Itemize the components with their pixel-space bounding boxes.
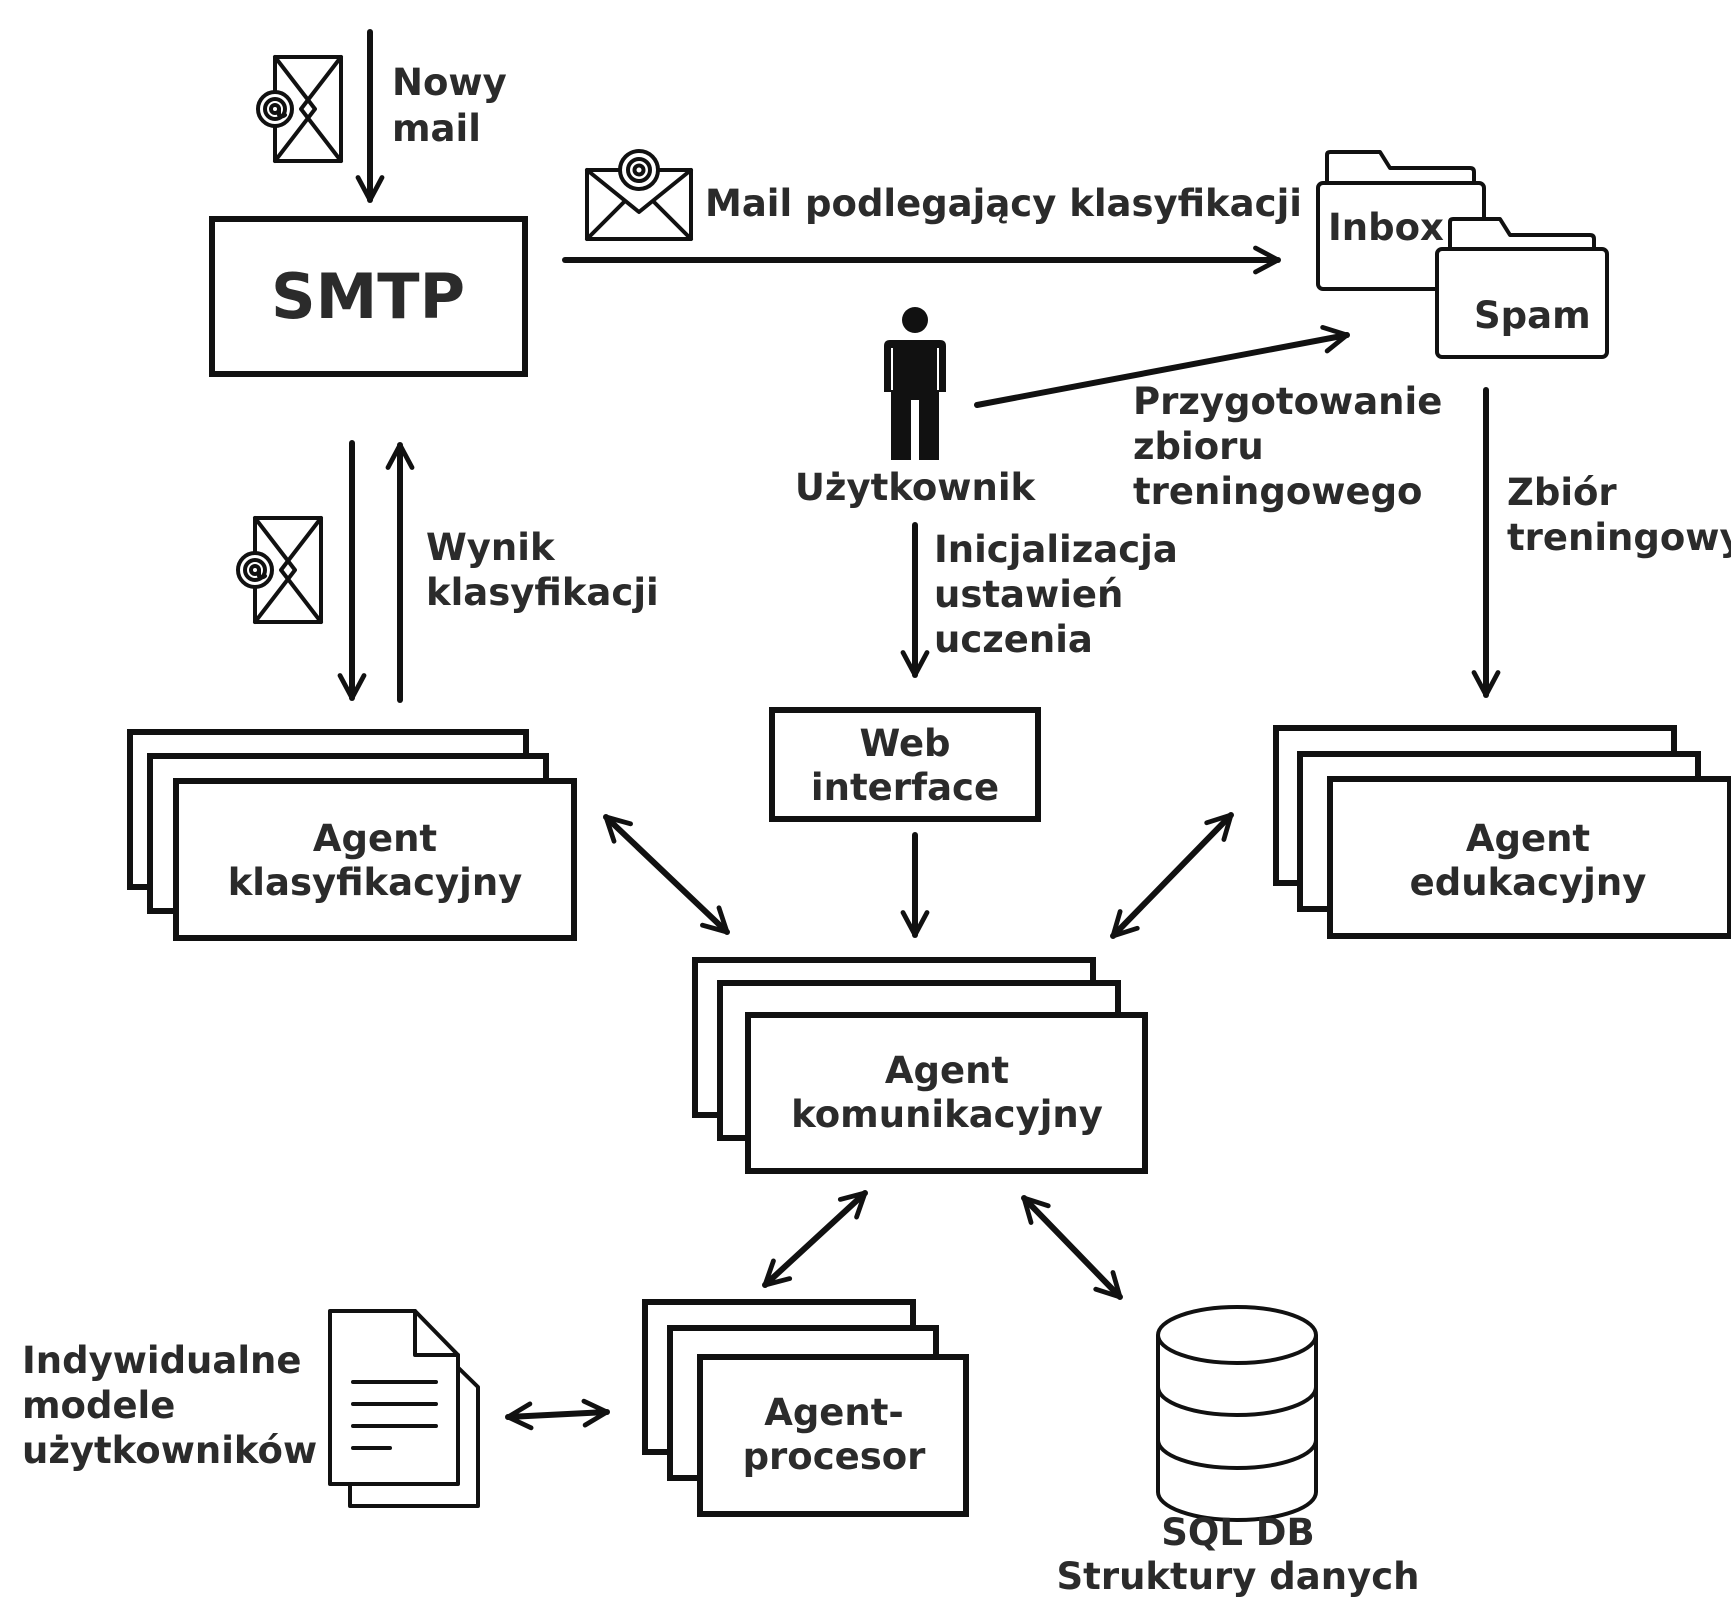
training-set-label-1: Zbiór [1507, 471, 1617, 514]
result-label-2: klasyfikacji [426, 571, 659, 614]
training-prep-label-2: zbioru [1133, 425, 1264, 468]
models-label-3: użytkowników [22, 1429, 317, 1472]
arrow-models-processor [505, 1398, 610, 1431]
inbox-label: Inbox [1328, 206, 1444, 249]
arrow-classifier-comm [603, 814, 730, 935]
smtp-label: SMTP [271, 260, 465, 333]
database-icon [1156, 1305, 1318, 1522]
smtp-box: SMTP [209, 216, 528, 377]
agent-educational-label-1: Agent [1466, 817, 1590, 860]
result-label-1: Wynik [426, 526, 556, 569]
agent-communication-stack: Agent komunikacyjny [692, 957, 1148, 1174]
models-label-1: Indywidualne [22, 1339, 302, 1382]
agent-processor-stack: Agent- procesor [642, 1299, 969, 1517]
mail-to-classify-label: Mail podlegający klasyfikacji [705, 182, 1302, 225]
agent-classifier-label-2: klasyfikacyjny [228, 861, 523, 904]
document-icon [328, 1309, 480, 1508]
arrow-comm-db [1021, 1195, 1123, 1300]
web-label-1: Web [859, 722, 950, 765]
init-label-1: Inicjalizacja [934, 528, 1178, 571]
spam-label: Spam [1474, 294, 1591, 337]
agent-educational-stack: Agent edukacyjny [1273, 725, 1731, 939]
agent-classifier-stack: Agent klasyfikacyjny [127, 729, 577, 941]
arrow-training-prep [974, 324, 1350, 408]
envelope-at-icon [236, 516, 323, 624]
init-label-3: uczenia [934, 618, 1093, 661]
agent-communication-label-2: komunikacyjny [791, 1093, 1103, 1136]
folder-icon: Spam [1435, 217, 1609, 359]
training-prep-label-3: treningowego [1133, 470, 1422, 513]
envelope-at-icon [256, 55, 343, 163]
agent-educational-label-2: edukacyjny [1410, 861, 1647, 904]
arrow-comm-processor [762, 1190, 868, 1288]
models-label-2: modele [22, 1384, 175, 1427]
folder-icon: Inbox [1316, 150, 1486, 291]
new-mail-label-1: Nowy [392, 61, 507, 104]
web-label-2: interface [811, 766, 999, 809]
envelope-at-icon [585, 149, 693, 241]
web-interface-box: Web interface [769, 707, 1041, 822]
init-label-2: ustawień [934, 573, 1123, 616]
person-icon [884, 307, 946, 460]
arrow-educational-comm [1110, 812, 1234, 939]
agent-communication-label-1: Agent [885, 1049, 1009, 1092]
new-mail-label-2: mail [392, 107, 481, 150]
training-prep-label-1: Przygotowanie [1133, 380, 1442, 423]
agent-processor-label-2: procesor [743, 1435, 927, 1478]
db-label-1: SQL DB [1161, 1511, 1314, 1554]
training-set-label-2: treningowy [1507, 516, 1731, 559]
agent-classifier-label-1: Agent [313, 817, 437, 860]
db-label-2: Struktury danych [1057, 1555, 1420, 1597]
agent-processor-label-1: Agent- [764, 1391, 904, 1434]
user-label: Użytkownik [795, 466, 1037, 509]
